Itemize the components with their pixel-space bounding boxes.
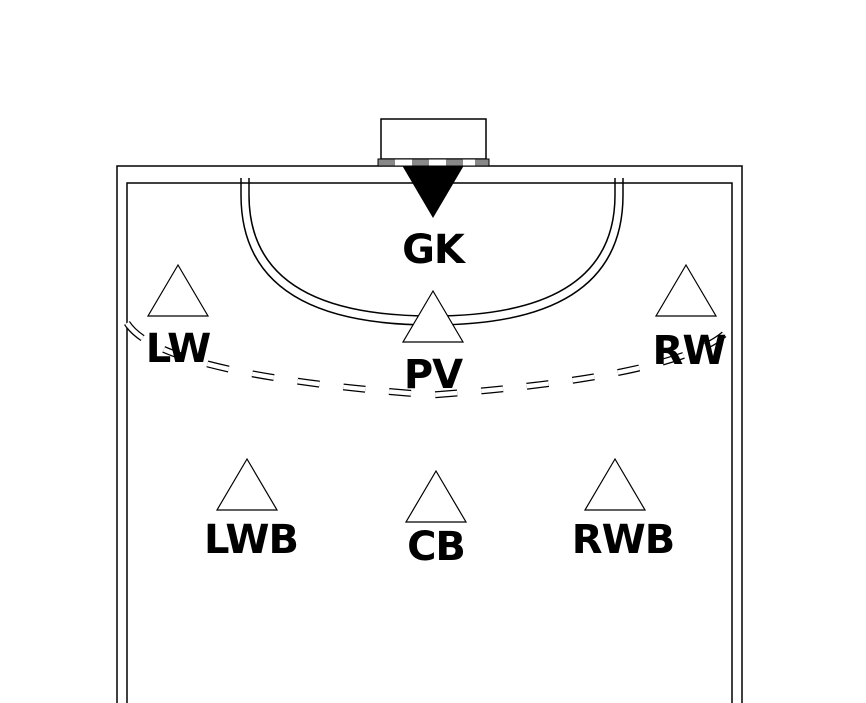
- player-marker-cb: [404, 469, 468, 523]
- goal-line-posts: [377, 158, 490, 167]
- player-label-pv: PV: [404, 352, 463, 398]
- free-throw-line: [124, 320, 738, 399]
- player-marker-lwb: [215, 457, 279, 511]
- player-label-rw: RW: [653, 328, 726, 374]
- player-label-lwb: LWB: [204, 517, 298, 563]
- player-marker-rw: [654, 263, 718, 317]
- player-marker-lw: [146, 263, 210, 317]
- player-label-lw: LW: [146, 326, 211, 372]
- player-label-rwb: RWB: [572, 517, 674, 563]
- player-marker-rwb: [583, 457, 647, 511]
- player-marker-pv: [401, 289, 465, 343]
- player-label-cb: CB: [407, 524, 465, 570]
- player-label-gk: GK: [402, 227, 467, 273]
- goal-net: [380, 118, 487, 160]
- goalkeeper-marker: [402, 165, 464, 218]
